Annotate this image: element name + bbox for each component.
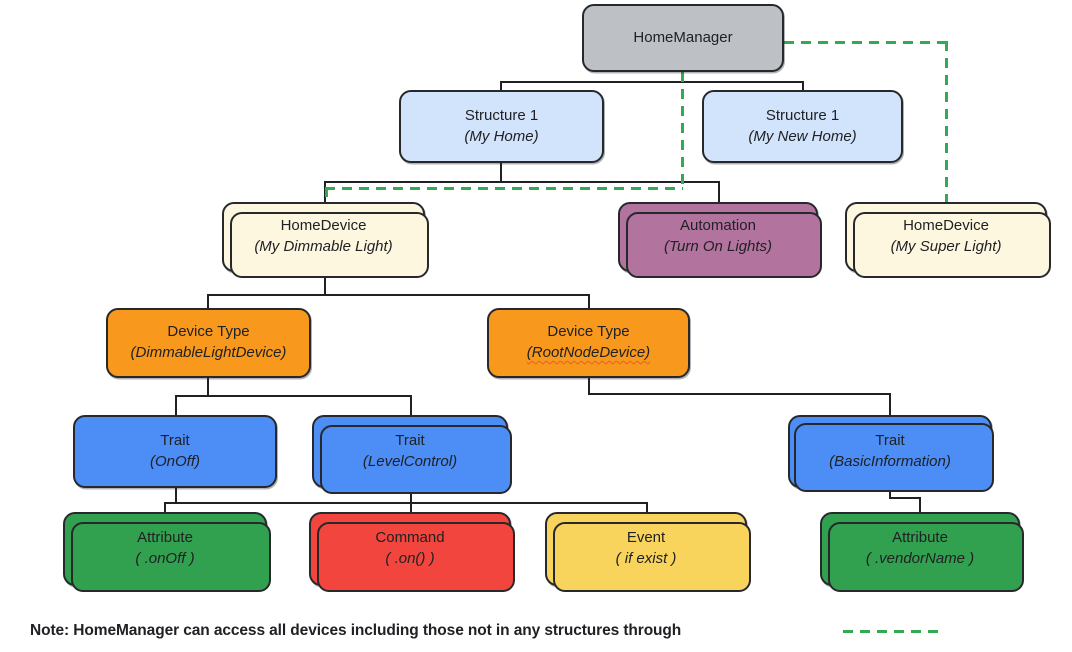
legend-dashed-line [843,630,942,633]
node-subtitle: (OnOff) [149,452,200,470]
node-title: Device Type [167,323,250,341]
node-subtitle: ( .vendorName ) [865,550,975,567]
connector [324,270,326,296]
node-subtitle: ( .on() ) [385,550,435,567]
node-subtitle: (LevelControl) [362,452,458,470]
node-automation: Automation (Turn On Lights) [618,202,822,278]
connector [588,294,590,310]
node-subtitle: (BasicInformation) [829,452,951,470]
connector [500,161,502,183]
node-device-type-rootnode: Device Type (RootNodeDevice) [487,308,690,378]
node-attribute-onoff: Attribute ( .onOff ) [63,512,271,592]
node-subtitle: (My New Home) [748,127,857,145]
connector [889,486,891,499]
node-title: Event [626,529,666,547]
note-text: Note: HomeManager can access all devices… [30,622,682,639]
node-title: Attribute [137,529,193,547]
node-title: Structure 1 [765,106,840,124]
dashed-access-path [784,41,948,44]
connector [410,492,412,504]
connector [588,376,590,395]
node-title: Trait [395,431,425,449]
node-home-device-super: HomeDevice (My Super Light) [845,202,1051,278]
node-structure-my-new-home: Structure 1 (My New Home) [702,90,903,163]
connector [164,502,166,514]
node-subtitle: (RootNodeDevice) [526,344,651,361]
node-attribute-vendorname: Attribute ( .vendorName ) [820,512,1024,592]
connector [175,486,177,504]
node-event-if-exist: Event ( if exist ) [545,512,751,592]
node-title: Attribute [892,529,948,547]
connector [175,395,177,417]
connector [164,502,648,504]
connector [718,181,720,204]
connector [646,502,648,514]
node-trait-levelcontrol: Trait (LevelControl) [312,415,512,494]
dashed-access-path [325,187,683,190]
connector [588,393,891,395]
node-title: Trait [875,431,905,449]
connector [919,497,921,514]
node-home-manager: HomeManager [582,4,784,72]
node-command-on: Command ( .on() ) [309,512,515,592]
dashed-access-path [945,41,948,204]
node-title: HomeDevice [280,217,367,235]
node-subtitle: (My Home) [464,127,539,145]
connector [410,395,412,417]
dashed-access-path [325,187,328,204]
node-title: HomeManager [633,28,733,46]
connector [207,294,590,296]
node-title: HomeDevice [903,217,989,235]
connector [889,393,891,417]
node-subtitle: ( if exist ) [615,550,677,567]
node-title: Automation [680,217,756,235]
connector [207,294,209,310]
node-title: Trait [160,431,190,449]
node-subtitle: ( .onOff ) [135,550,195,567]
node-subtitle: (My Super Light) [890,238,1002,255]
node-home-device-dimmable: HomeDevice (My Dimmable Light) [222,202,429,278]
connector [324,181,720,183]
node-subtitle: (DimmableLightDevice) [130,344,287,361]
node-trait-basicinformation: Trait (BasicInformation) [788,415,994,492]
connector [175,395,412,397]
node-subtitle: (My Dimmable Light) [254,238,393,255]
connector [410,502,412,514]
connector [500,81,804,83]
node-title: Structure 1 [464,106,539,124]
node-subtitle: (Turn On Lights) [663,238,773,255]
connector [802,81,804,92]
connector [207,376,209,397]
node-structure-my-home: Structure 1 (My Home) [399,90,604,163]
dashed-access-path [681,72,684,190]
node-device-type-dimmable: Device Type (DimmableLightDevice) [106,308,311,378]
connector [500,81,502,92]
node-trait-onoff: Trait (OnOff) [73,415,277,488]
connector [889,497,921,499]
node-title: Command [375,529,445,547]
node-title: Device Type [547,323,630,341]
